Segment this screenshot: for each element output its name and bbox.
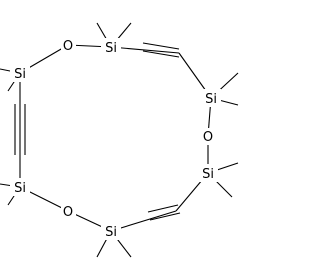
triple-bond-si4-si5 (110, 172, 209, 232)
atom-si-top-left: Si (14, 67, 26, 82)
ring-bonds (14, 42, 212, 232)
atom-si-right-lower: Si (202, 167, 214, 182)
triple-bond-si6-si1 (14, 73, 26, 187)
atom-o-top-left: O (63, 39, 73, 54)
atom-o-right: O (203, 130, 213, 145)
atom-si-top: Si (105, 41, 117, 56)
atom-si-left-lower: Si (14, 181, 26, 196)
atom-label-backgrounds (10, 37, 221, 240)
atom-o-bottom-left: O (63, 205, 73, 220)
triple-bond-si2-si3 (110, 42, 212, 99)
atom-si-right-upper: Si (205, 92, 217, 107)
structural-formula: Si Si Si Si Si Si O O O (0, 22, 239, 258)
atom-si-bottom: Si (105, 225, 117, 240)
atom-labels: Si Si Si Si Si Si O O O (14, 39, 217, 240)
